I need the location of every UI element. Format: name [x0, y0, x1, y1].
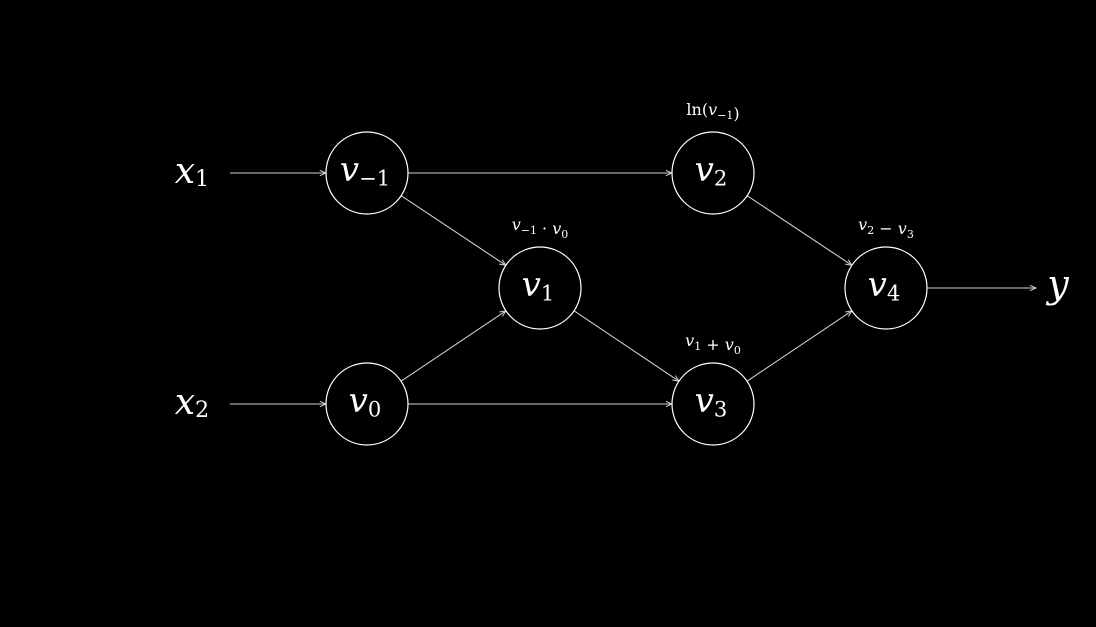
operation-part-subscript: 0 — [734, 344, 741, 357]
operation-part-subscript: 3 — [907, 228, 914, 241]
operation-part: ) — [733, 104, 739, 123]
operation-part: v — [708, 100, 717, 119]
edge-v3-to-v4 — [746, 311, 852, 382]
operation-part: v — [552, 219, 561, 238]
node-label-v4-subscript: 4 — [887, 280, 900, 305]
operation-part: − — [874, 219, 898, 238]
node-label-v1: v1 — [522, 265, 555, 305]
node-label-v4: v4 — [868, 265, 901, 305]
edge-v1-to-v3 — [573, 310, 679, 381]
operation-part-subscript: 0 — [561, 228, 568, 241]
operation-part-subscript: 2 — [867, 224, 874, 237]
operation-part: · — [537, 219, 552, 238]
node-label-vm1: v−1 — [340, 150, 390, 190]
edge-v0-to-v1 — [400, 311, 506, 382]
node-circle-v0 — [325, 362, 409, 446]
operation-part-subscript: −1 — [521, 224, 537, 237]
output-label-y-base: y — [1045, 262, 1069, 306]
operation-part: v — [725, 335, 734, 354]
node-label-v2-base: v — [695, 150, 714, 190]
node-label-v1-subscript: 1 — [541, 280, 554, 305]
node-circle-v1 — [498, 246, 582, 330]
operation-label-v4: v2 − v3 — [858, 215, 914, 241]
node-circle-v3 — [671, 362, 755, 446]
operation-part: + — [701, 335, 725, 354]
node-label-v4-base: v — [868, 265, 887, 305]
node-label-v0: v0 — [349, 381, 382, 421]
node-circle-vm1 — [325, 131, 409, 215]
node-v0: v0 — [325, 362, 409, 446]
operation-part-subscript: 1 — [694, 340, 701, 353]
node-label-v1-base: v — [522, 265, 541, 305]
input-label-x2-subscript: 2 — [195, 397, 209, 423]
operation-part: v — [898, 219, 907, 238]
operation-label-v3: v1 + v0 — [685, 331, 741, 357]
output-label-y: y — [1045, 262, 1069, 306]
node-vm1: v−1 — [325, 131, 409, 215]
input-label-x1-subscript: 1 — [195, 166, 209, 192]
node-label-v2: v2 — [695, 150, 728, 190]
edges — [230, 173, 1036, 404]
operation-label-v1: v−1 · v0 — [512, 215, 569, 241]
node-label-v2-subscript: 2 — [714, 165, 727, 190]
operation-part: v — [512, 215, 521, 234]
operation-part: v — [685, 331, 694, 350]
node-label-v3: v3 — [695, 381, 728, 421]
edge-v2-to-v4 — [746, 195, 852, 266]
node-label-v0-base: v — [349, 381, 368, 421]
node-label-v0-subscript: 0 — [368, 396, 381, 421]
edge-vm1-to-v1 — [400, 195, 506, 266]
operation-part: ln( — [686, 100, 708, 119]
node-circle-v4 — [844, 246, 928, 330]
input-label-x1-base: x — [175, 151, 195, 192]
operation-part-subscript: −1 — [717, 109, 733, 122]
node-label-vm1-subscript: −1 — [359, 165, 390, 190]
node-label-v3-base: v — [695, 381, 714, 421]
node-v1: v1v−1 · v0 — [498, 215, 582, 330]
input-label-x2-base: x — [175, 382, 195, 423]
operation-part: v — [858, 215, 867, 234]
node-label-vm1-base: v — [340, 150, 359, 190]
operation-label-v2: ln(v−1) — [686, 100, 739, 123]
input-label-x1: x1 — [175, 151, 210, 192]
input-label-x2: x2 — [175, 382, 210, 423]
node-circle-v2 — [671, 131, 755, 215]
node-label-v3-subscript: 3 — [714, 396, 727, 421]
